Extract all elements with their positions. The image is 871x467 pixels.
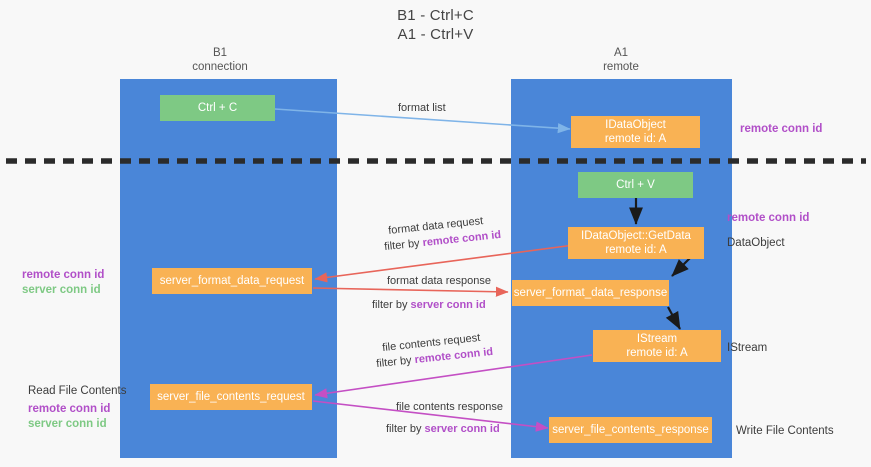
title-line-2: A1 - Ctrl+V	[397, 26, 474, 43]
lane-header-b1: B1 connection	[150, 46, 290, 74]
annotation-left-conn-ids: remote conn id server conn id	[22, 268, 104, 298]
node-getdata-label: IDataObject::GetData	[581, 230, 691, 242]
annotation-remote-conn-id-mid: remote conn id	[727, 211, 809, 226]
node-ctrl-c[interactable]: Ctrl + C	[160, 95, 275, 121]
node-idataobject-sub: remote id: A	[604, 133, 667, 145]
node-istream-label: IStream	[636, 333, 678, 345]
title-line-1: B1 - Ctrl+C	[397, 7, 474, 24]
node-server-format-data-request[interactable]: server_format_data_request	[152, 268, 312, 294]
lane-header-b1-role: connection	[192, 61, 248, 73]
annotation-istream: IStream	[727, 342, 768, 354]
lane-header-a1-role: remote	[603, 61, 639, 73]
edge-label-file-contents-response: file contents response	[396, 401, 504, 413]
node-getdata-sub: remote id: A	[605, 244, 667, 256]
edge-filter-key-4: server conn id	[424, 423, 500, 435]
annotation-left-server-conn-id: server conn id	[22, 284, 101, 296]
node-server-file-contents-response[interactable]: server_file_contents_response	[549, 417, 712, 443]
edge-filter-file-contents-response: filter by server conn id	[386, 422, 500, 436]
annotation-dataobject: DataObject	[727, 237, 785, 249]
annotation-read-file-contents: Read File Contents	[28, 385, 127, 397]
node-istream-sub: remote id: A	[626, 347, 688, 359]
edge-filter-key-2: server conn id	[410, 299, 486, 311]
node-ctrl-v-label: Ctrl + V	[616, 179, 655, 191]
annotation-left-conn-ids-2: remote conn id server conn id	[28, 402, 110, 432]
edge-filter-prefix-1: filter by	[383, 237, 424, 254]
node-server-file-contents-request[interactable]: server_file_contents_request	[150, 384, 312, 410]
lane-header-a1-name: A1	[613, 47, 629, 59]
node-server-file-contents-request-label: server_file_contents_request	[157, 391, 305, 403]
lane-header-b1-name: B1	[212, 47, 228, 59]
page-title: B1 - Ctrl+C A1 - Ctrl+V	[0, 6, 871, 44]
edge-filter-prefix-3: filter by	[375, 354, 416, 371]
node-server-format-data-response-label: server_format_data_response	[513, 287, 668, 299]
node-ctrl-v[interactable]: Ctrl + V	[578, 172, 693, 198]
edge-label-format-list: format list	[398, 102, 446, 114]
node-server-format-data-request-label: server_format_data_request	[159, 275, 305, 287]
annotation-write-file-contents: Write File Contents	[736, 425, 834, 437]
edge-filter-prefix-2: filter by	[372, 299, 411, 311]
node-istream[interactable]: IStream remote id: A	[593, 330, 721, 362]
edge-label-format-data-response: format data response	[387, 275, 491, 287]
lane-header-a1: A1 remote	[548, 46, 694, 74]
node-server-format-data-response[interactable]: server_format_data_response	[512, 280, 669, 306]
node-getdata[interactable]: IDataObject::GetData remote id: A	[568, 227, 704, 259]
annotation-left-remote-conn-id: remote conn id	[22, 269, 105, 281]
node-server-file-contents-response-label: server_file_contents_response	[552, 424, 709, 436]
annotation-left-remote-conn-id-2: remote conn id	[28, 403, 111, 415]
annotation-left-server-conn-id-2: server conn id	[28, 418, 107, 430]
edge-filter-prefix-4: filter by	[386, 423, 425, 435]
annotation-remote-conn-id-top-text: remote conn id	[740, 123, 823, 135]
annotation-remote-conn-id-top: remote conn id	[740, 122, 822, 137]
node-idataobject[interactable]: IDataObject remote id: A	[571, 116, 700, 148]
node-idataobject-label: IDataObject	[605, 119, 666, 131]
node-ctrl-c-label: Ctrl + C	[197, 102, 238, 114]
edge-filter-format-data-response: filter by server conn id	[372, 298, 486, 312]
annotation-remote-conn-id-mid-text: remote conn id	[727, 212, 810, 224]
